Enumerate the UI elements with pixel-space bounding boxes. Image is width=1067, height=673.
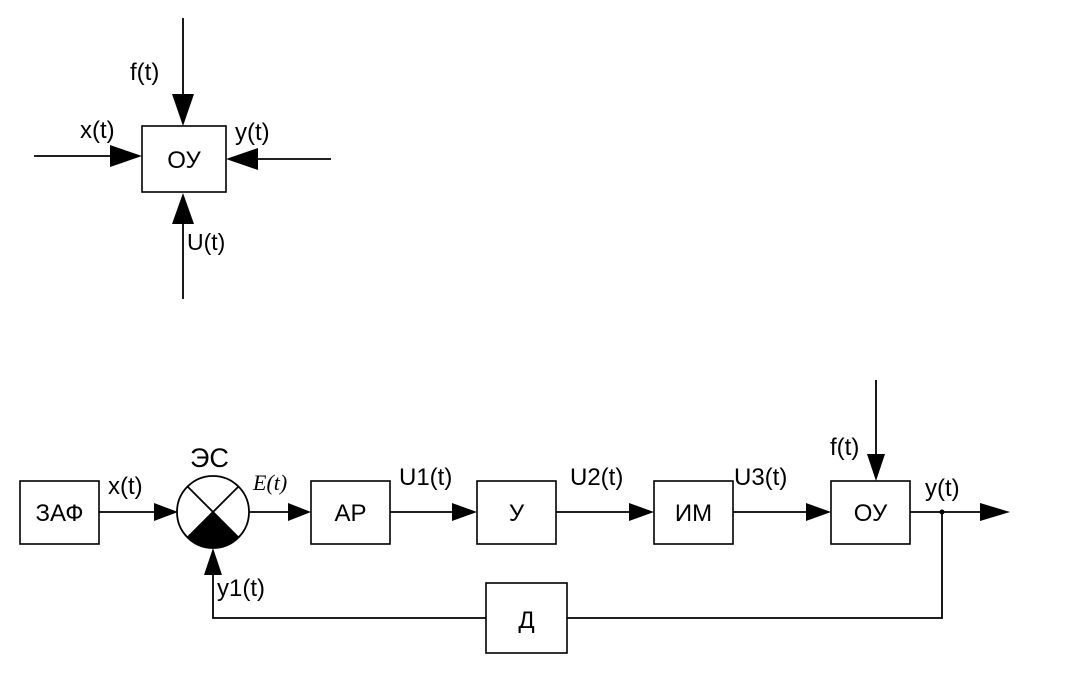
top-y-label: y(t) — [235, 119, 270, 146]
controller-label: АР — [334, 500, 366, 527]
f-label: f(t) — [830, 434, 859, 461]
u3-label: U3(t) — [734, 464, 787, 491]
comparator — [176, 475, 250, 549]
x-label: x(t) — [108, 473, 143, 500]
x-arrow — [154, 503, 178, 521]
top-x-arrow — [110, 145, 142, 167]
sensor-label: Д — [518, 607, 534, 634]
f-arrow — [867, 454, 885, 481]
top-object-label: ОУ — [167, 147, 201, 174]
setpoint-label: ЗАФ — [36, 500, 84, 527]
comparator-filled-sector — [187, 512, 239, 549]
error-label: E(t) — [252, 470, 287, 495]
u3-arrow — [806, 503, 831, 521]
u1-arrow — [452, 503, 477, 521]
actuator-label: ИМ — [675, 500, 712, 527]
u2-label: U2(t) — [570, 464, 623, 491]
comparator-label: ЭС — [190, 443, 229, 473]
y-arrow — [980, 503, 1010, 521]
feedback-arrow — [204, 548, 222, 575]
top-object-block — [141, 125, 227, 193]
top-f-label: f(t) — [130, 59, 159, 86]
top-x-label: x(t) — [80, 117, 115, 144]
top-y-arrow — [226, 148, 258, 170]
actuator-block — [653, 480, 734, 545]
object-label: ОУ — [854, 500, 888, 527]
top-u-arrow — [172, 193, 194, 224]
error-arrow — [288, 503, 311, 521]
amplifier-block — [476, 480, 557, 545]
y1-label: y1(t) — [217, 575, 265, 602]
comparator-cross-2 — [186, 485, 240, 539]
y-label: y(t) — [925, 475, 960, 502]
setpoint-block — [19, 480, 100, 545]
sensor-block — [485, 582, 568, 654]
bottom-diagram: ЗАФ x(t) ЭС E(t) АР U1(t) У U2(t) — [19, 380, 1010, 654]
feedback-wire-left — [212, 572, 486, 619]
top-u-label: U(t) — [187, 229, 225, 255]
top-diagram: f(t) x(t) y(t) U(t) ОУ — [34, 18, 331, 299]
feedback-wire-right — [567, 512, 943, 619]
amplifier-label: У — [509, 500, 525, 527]
u2-arrow — [629, 503, 654, 521]
u1-label: U1(t) — [399, 464, 452, 491]
object-block — [830, 480, 911, 545]
top-f-arrow — [172, 94, 194, 126]
controller-block — [310, 480, 391, 545]
